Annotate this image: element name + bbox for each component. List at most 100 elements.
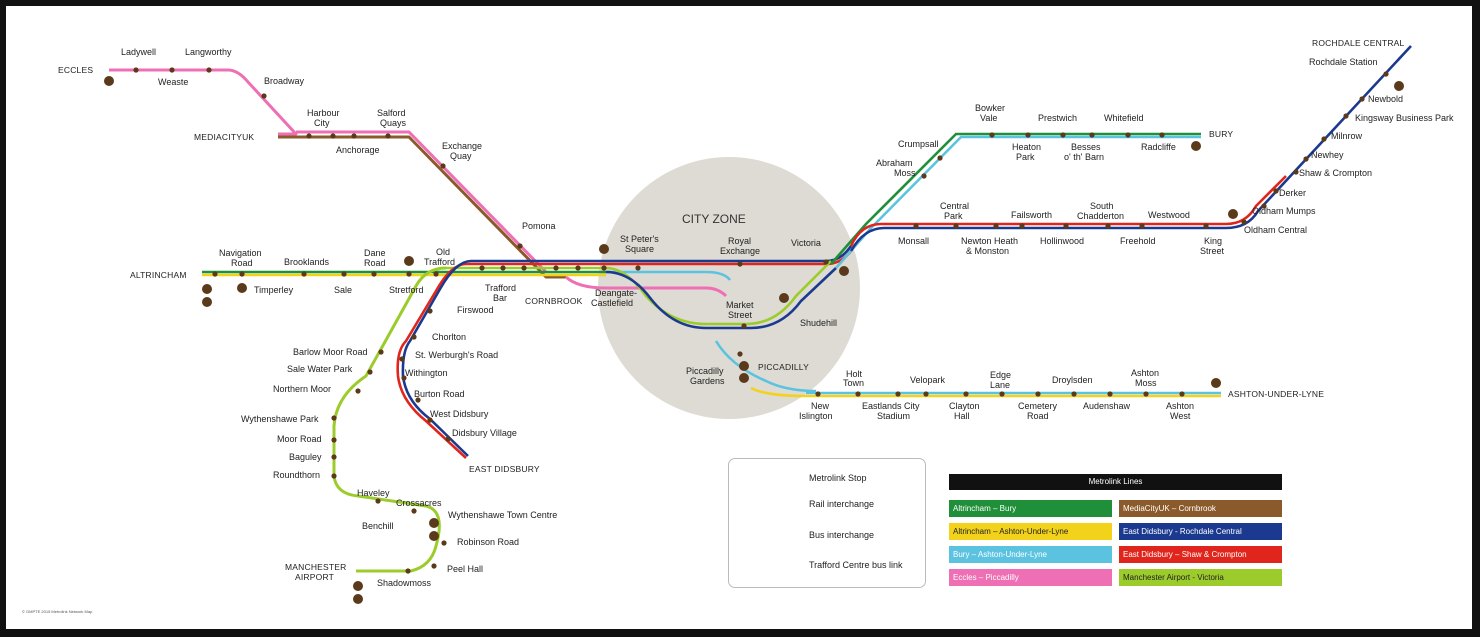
station-burton-road: Burton Road bbox=[414, 389, 465, 399]
station-cemetery-road-1: Cemetery bbox=[1018, 401, 1058, 411]
station-market-street-1: Market bbox=[726, 300, 754, 310]
station-trafford-bar-2: Bar bbox=[493, 293, 507, 303]
station-shaw-crompton: Shaw & Crompton bbox=[1299, 168, 1372, 178]
station-south-chadderton-2: Chadderton bbox=[1077, 211, 1124, 221]
city-zone-circle bbox=[598, 157, 860, 419]
line-swatch: Eccles – Piccadilly bbox=[949, 569, 1112, 586]
station-st-peters-2: Square bbox=[625, 244, 654, 254]
terminus-bury: BURY bbox=[1209, 129, 1233, 139]
station-audenshaw: Audenshaw bbox=[1083, 401, 1131, 411]
station-heaton-park-2: Park bbox=[1016, 152, 1035, 162]
map-frame: CITY ZONE bbox=[6, 6, 1472, 629]
station-brooklands: Brooklands bbox=[284, 257, 330, 267]
station-haveley: Haveley bbox=[357, 488, 390, 498]
station-trafford-bar-1: Trafford bbox=[485, 283, 516, 293]
terminus-east-didsbury: EAST DIDSBURY bbox=[469, 464, 540, 474]
station-new-islington-1: New bbox=[811, 401, 830, 411]
airport-line bbox=[332, 266, 447, 573]
terminus-eccles: ECCLES bbox=[58, 65, 93, 75]
station-abraham-moss-2: Moss bbox=[894, 168, 916, 178]
station-baguley: Baguley bbox=[289, 452, 322, 462]
station-freehold: Freehold bbox=[1120, 236, 1156, 246]
station-st-peters-1: St Peter's bbox=[620, 234, 659, 244]
station-dane-road-2: Road bbox=[364, 258, 386, 268]
station-newbold: Newbold bbox=[1368, 94, 1403, 104]
station-oldham-central: Oldham Central bbox=[1244, 225, 1307, 235]
station-south-chadderton-1: South bbox=[1090, 201, 1114, 211]
eccles-line bbox=[109, 68, 728, 298]
station-market-street-2: Street bbox=[728, 310, 753, 320]
station-salford-quays-2: Quays bbox=[380, 118, 407, 128]
station-westwood: Westwood bbox=[1148, 210, 1190, 220]
station-sale-water-park: Sale Water Park bbox=[287, 364, 353, 374]
station-old-trafford-1: Old bbox=[436, 247, 450, 257]
station-salford-quays-1: Salford bbox=[377, 108, 406, 118]
station-royal-exchange-2: Exchange bbox=[720, 246, 760, 256]
station-monsall: Monsall bbox=[898, 236, 929, 246]
station-stretford: Stretford bbox=[389, 285, 424, 295]
terminus-altrincham: ALTRINCHAM bbox=[130, 270, 187, 280]
station-harbour-city-2: City bbox=[314, 118, 330, 128]
station-moor-road: Moor Road bbox=[277, 434, 322, 444]
station-failsworth: Failsworth bbox=[1011, 210, 1052, 220]
line-swatch: Bury – Ashton-Under-Lyne bbox=[949, 546, 1112, 563]
station-navigation-road-1: Navigation bbox=[219, 248, 262, 258]
station-navigation-road-2: Road bbox=[231, 258, 253, 268]
station-ashton-west-1: Ashton bbox=[1166, 401, 1194, 411]
station-wythenshawe-town-centre: Wythenshawe Town Centre bbox=[448, 510, 557, 520]
station-firswood: Firswood bbox=[457, 305, 494, 315]
station-velopark: Velopark bbox=[910, 375, 946, 385]
line-swatch: East Didsbury – Shaw & Crompton bbox=[1119, 546, 1282, 563]
station-didsbury-village: Didsbury Village bbox=[452, 428, 517, 438]
station-exchange-quay-1: Exchange bbox=[442, 141, 482, 151]
station-harbour-city-1: Harbour bbox=[307, 108, 340, 118]
station-piccadilly-gardens-2: Gardens bbox=[690, 376, 725, 386]
station-edge-lane-2: Lane bbox=[990, 380, 1010, 390]
station-old-trafford-2: Trafford bbox=[424, 257, 455, 267]
station-eastlands-1: Eastlands City bbox=[862, 401, 920, 411]
terminus-airport-1: MANCHESTER bbox=[285, 562, 347, 572]
station-oldham-mumps: Oldham Mumps bbox=[1252, 206, 1316, 216]
station-timperley: Timperley bbox=[254, 285, 294, 295]
ashton-line bbox=[750, 386, 1221, 398]
station-ladywell: Ladywell bbox=[121, 47, 156, 57]
station-clayton-hall-2: Hall bbox=[954, 411, 970, 421]
station-pomona: Pomona bbox=[522, 221, 556, 231]
station-newton-heath-1: Newton Heath bbox=[961, 236, 1018, 246]
station-besses-2: o' th' Barn bbox=[1064, 152, 1104, 162]
terminus-cornbrook: CORNBROOK bbox=[525, 296, 583, 306]
station-king-street-1: King bbox=[1204, 236, 1222, 246]
station-victoria: Victoria bbox=[791, 238, 821, 248]
station-radcliffe: Radcliffe bbox=[1141, 142, 1176, 152]
station-crossacres: Crossacres bbox=[396, 498, 442, 508]
copyright-text: © GMPTE 2015 Metrolink Network Map bbox=[22, 609, 93, 614]
station-barlow-moor-road: Barlow Moor Road bbox=[293, 347, 368, 357]
station-roundthorn: Roundthorn bbox=[273, 470, 320, 480]
station-newhey: Newhey bbox=[1311, 150, 1344, 160]
station-sale: Sale bbox=[334, 285, 352, 295]
station-ashton-moss-1: Ashton bbox=[1131, 368, 1159, 378]
station-droylsden: Droylsden bbox=[1052, 375, 1093, 385]
station-deansgate-2: Castlefield bbox=[591, 298, 633, 308]
station-bowker-vale-1: Bowker bbox=[975, 103, 1005, 113]
station-st-werburghs-road: St. Werburgh's Road bbox=[415, 350, 498, 360]
legend-metrolink-stop: Metrolink Stop bbox=[809, 473, 867, 483]
legend-trafford-centre-bus-link: Trafford Centre bus link bbox=[809, 560, 903, 570]
station-peel-hall: Peel Hall bbox=[447, 564, 483, 574]
station-royal-exchange-1: Royal bbox=[728, 236, 751, 246]
east-didsbury-line bbox=[396, 259, 472, 459]
station-piccadilly-gardens-1: Piccadilly bbox=[686, 366, 724, 376]
station-northern-moor: Northern Moor bbox=[273, 384, 331, 394]
station-prestwich: Prestwich bbox=[1038, 113, 1077, 123]
station-robinson-road: Robinson Road bbox=[457, 537, 519, 547]
station-langworthy: Langworthy bbox=[185, 47, 232, 57]
station-newton-heath-2: & Monston bbox=[966, 246, 1009, 256]
station-wythenshawe-park: Wythenshawe Park bbox=[241, 414, 319, 424]
station-king-street-2: Street bbox=[1200, 246, 1225, 256]
station-cemetery-road-2: Road bbox=[1027, 411, 1049, 421]
line-swatch: MediaCityUK – Cornbrook bbox=[1119, 500, 1282, 517]
station-hollinwood: Hollinwood bbox=[1040, 236, 1084, 246]
stop-markers bbox=[133, 67, 1389, 574]
